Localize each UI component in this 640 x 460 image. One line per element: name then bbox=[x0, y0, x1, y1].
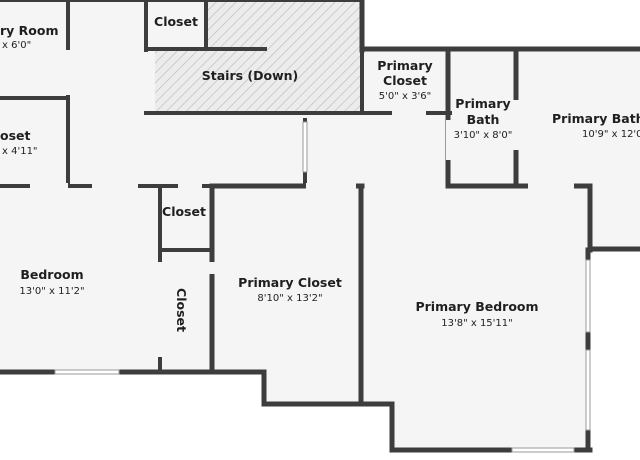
bedroom-name: Bedroom bbox=[20, 267, 83, 282]
window bbox=[54, 369, 120, 375]
door-gap bbox=[528, 183, 574, 189]
primary-bedroom-name: Primary Bedroom bbox=[415, 299, 538, 314]
door-gap bbox=[446, 120, 452, 160]
left-closet-dims: x 4'11" bbox=[2, 146, 38, 157]
window bbox=[585, 259, 591, 333]
primary-closet-small-name-1: Primary bbox=[377, 58, 432, 73]
stairs-name: Stairs (Down) bbox=[202, 68, 299, 83]
primary-bath-dims: 3'10" x 8'0" bbox=[454, 130, 513, 141]
left-closet-name: oset bbox=[0, 128, 31, 143]
stairs-hatch-notch bbox=[146, 0, 206, 50]
door-gap bbox=[306, 183, 356, 189]
door-gap bbox=[513, 100, 519, 150]
bedroom-dims: 13'0" x 11'2" bbox=[19, 286, 84, 297]
primary-bathroom-dims: 10'9" x 12'0" bbox=[582, 129, 640, 140]
door-gap bbox=[178, 183, 202, 189]
door-gap bbox=[157, 262, 163, 357]
utility-room-name: ry Room bbox=[0, 23, 59, 38]
door-gap bbox=[209, 262, 215, 274]
primary-bath-name-1: Primary bbox=[455, 96, 510, 111]
room-labels: ry Room x 6'0" oset x 4'11" Closet Stair… bbox=[0, 14, 640, 332]
primary-closet-small-dims: 5'0" x 3'6" bbox=[379, 91, 431, 102]
door-gap bbox=[30, 183, 68, 189]
openings bbox=[30, 50, 591, 453]
door-gap bbox=[66, 50, 71, 95]
window bbox=[302, 121, 308, 173]
primary-bedroom-dims: 13'8" x 15'11" bbox=[441, 318, 513, 329]
door-gap bbox=[392, 110, 426, 116]
primary-closet-large-name: Primary Closet bbox=[238, 275, 342, 290]
vertical-closet-name: Closet bbox=[174, 288, 189, 332]
primary-closet-small-name-2: Closet bbox=[383, 73, 427, 88]
utility-room-dims: x 6'0" bbox=[2, 40, 31, 51]
window bbox=[585, 349, 591, 431]
primary-bath-name-2: Bath bbox=[467, 112, 500, 127]
primary-closet-large-dims: 8'10" x 13'2" bbox=[257, 293, 322, 304]
top-closet-name: Closet bbox=[154, 14, 198, 29]
primary-bathroom-name: Primary Bathr bbox=[552, 111, 640, 126]
window bbox=[511, 447, 575, 453]
mid-closet-name: Closet bbox=[162, 204, 206, 219]
door-gap bbox=[92, 183, 138, 189]
